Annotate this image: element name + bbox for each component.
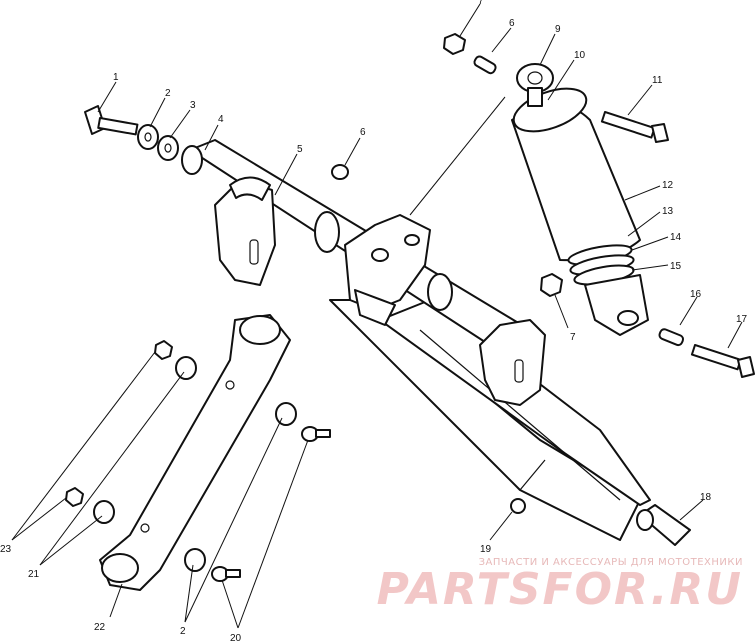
label-1: 1 (113, 72, 119, 83)
label-6-top: 6 (509, 18, 515, 29)
label-17: 17 (736, 314, 748, 325)
label-2-lower: 2 (180, 626, 186, 637)
label-9: 9 (555, 24, 561, 35)
label-14: 14 (670, 232, 682, 243)
nut-23-upper (154, 340, 173, 360)
label-16: 16 (690, 289, 702, 300)
site-watermark: ЗАПЧАСТИ И АКСЕССУАРЫ ДЛЯ МОТОТЕХНИКИ PA… (377, 557, 743, 612)
label-7-top: 7 (478, 0, 484, 7)
label-21: 21 (28, 569, 40, 580)
washer-21-lower (93, 500, 115, 524)
label-3: 3 (190, 100, 196, 111)
label-4: 4 (218, 114, 224, 125)
label-12: 12 (662, 180, 674, 191)
label-7-right: 7 (570, 332, 576, 343)
label-23: 23 (0, 544, 12, 555)
nut-7 (540, 273, 563, 297)
pin-8 (473, 55, 497, 75)
watermark-tagline: ЗАПЧАСТИ И АКСЕССУАРЫ ДЛЯ МОТОТЕХНИКИ (478, 557, 743, 568)
label-2: 2 (165, 88, 171, 99)
label-22: 22 (94, 622, 106, 633)
label-19: 19 (480, 544, 492, 555)
label-11: 11 (652, 75, 663, 86)
label-5: 5 (297, 144, 303, 155)
label-10: 10 (574, 50, 586, 61)
label-15: 15 (670, 261, 682, 272)
washer-21-upper (175, 356, 197, 380)
nut-6-top (443, 33, 466, 55)
label-13: 13 (662, 206, 674, 217)
label-6-mid: 6 (360, 127, 366, 138)
right-bracket (479, 319, 546, 406)
bolt-1 (84, 105, 139, 136)
center-clamp-bracket (344, 214, 431, 326)
shock-upper-eye (516, 63, 554, 107)
nut-19 (510, 498, 526, 514)
washer-2-lower (184, 548, 206, 572)
linkage-arm-22 (99, 314, 291, 591)
washer-2-upper (275, 402, 297, 426)
bolt-17 (690, 344, 755, 378)
label-20: 20 (230, 633, 242, 644)
nut-6-mid (331, 164, 349, 180)
washer-2 (137, 124, 159, 150)
screw-20-upper (301, 426, 331, 442)
leader-lines (11, 3, 743, 629)
watermark-brand: PARTSFOR.RU (376, 564, 743, 615)
pin-16 (658, 328, 685, 347)
washer-3 (157, 135, 179, 161)
axle-18 (636, 504, 691, 546)
label-18: 18 (700, 492, 712, 503)
nut-23-lower (65, 487, 84, 507)
bolt-11 (600, 111, 669, 143)
screw-20-lower (211, 566, 241, 582)
left-bracket (214, 176, 276, 286)
